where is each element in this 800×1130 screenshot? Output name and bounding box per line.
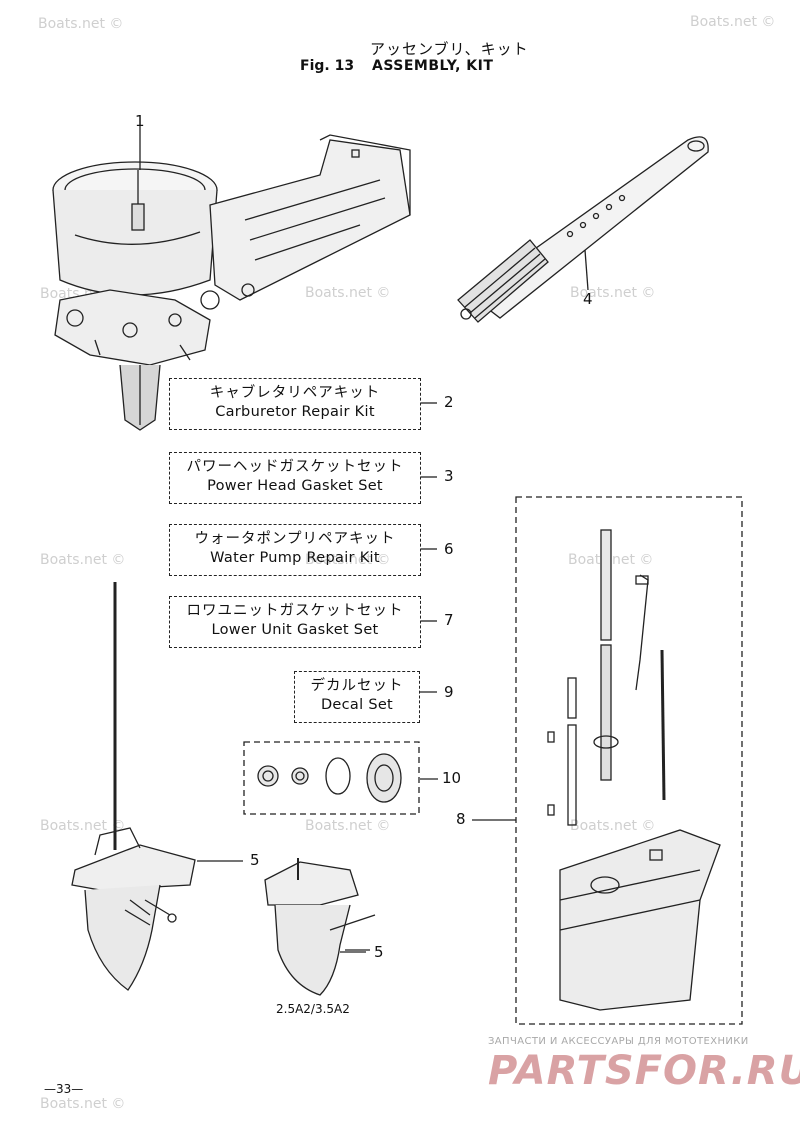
- watermark: Boats.net ©: [40, 552, 126, 568]
- kit-box-water-pump-repair[interactable]: ウォータポンプリペアキット Water Pump Repair Kit: [169, 524, 421, 576]
- kit-box-decal-set[interactable]: デカルセット Decal Set: [294, 671, 420, 723]
- callout-2: 2: [444, 393, 454, 411]
- kit-name: Lower Unit Gasket Set: [211, 622, 379, 638]
- callout-6: 6: [444, 540, 454, 558]
- power-head-assembly-icon[interactable]: [52, 125, 411, 431]
- lower-unit-assembly-icon[interactable]: [71, 582, 243, 991]
- callout-1: 1: [135, 112, 145, 130]
- brand-tagline: ЗАПЧАСТИ И АКСЕССУАРЫ ДЛЯ МОТОТЕХНИКИ: [488, 1036, 749, 1047]
- figure-number: Fig. 13: [300, 58, 355, 74]
- callout-5: 5: [250, 851, 260, 869]
- watermark: Boats.net ©: [690, 14, 776, 30]
- callout-3: 3: [444, 467, 454, 485]
- watermark: Boats.net ©: [38, 16, 124, 32]
- watermark: Boats.net ©: [305, 285, 391, 301]
- kit-name-japanese: ロワユニットガスケットセット: [186, 603, 404, 619]
- page-number: —33—: [44, 1082, 84, 1096]
- tiller-handle-icon[interactable]: [457, 136, 709, 323]
- kit-box-lower-unit-gasket[interactable]: ロワユニットガスケットセット Lower Unit Gasket Set: [169, 596, 421, 648]
- upper-casing-parts-icon[interactable]: [547, 529, 721, 1011]
- model-variant-label: 2.5A2/3.5A2: [276, 1002, 350, 1016]
- kit-name: Carburetor Repair Kit: [215, 404, 375, 420]
- figure-title: ASSEMBLY, KIT: [372, 58, 494, 74]
- kit-10-box: [243, 741, 420, 815]
- kit-name: Power Head Gasket Set: [207, 478, 383, 494]
- kit-box-power-head-gasket[interactable]: パワーヘッドガスケットセット Power Head Gasket Set: [169, 452, 421, 504]
- kit-name-japanese: ウォータポンプリペアキット: [194, 531, 396, 547]
- watermark: Boats.net ©: [570, 285, 656, 301]
- kit-name-japanese: パワーヘッドガスケットセット: [186, 459, 404, 475]
- figure-title-japanese: アッセンブリ、キット: [370, 40, 529, 58]
- kit-name-japanese: デカルセット: [310, 678, 404, 694]
- brand-logo: PARTSFOR.RU: [488, 1048, 800, 1094]
- kit-box-carburetor-repair[interactable]: キャブレタリペアキット Carburetor Repair Kit: [169, 378, 421, 430]
- kit-name-japanese: キャブレタリペアキット: [209, 385, 381, 401]
- callout-4: 4: [583, 290, 593, 308]
- kit-name: Decal Set: [320, 697, 394, 713]
- watermark: Boats.net ©: [305, 818, 391, 834]
- lower-unit-variant-icon[interactable]: [264, 858, 376, 996]
- seal-kit-icon[interactable]: [257, 753, 438, 803]
- callout-9: 9: [444, 683, 454, 701]
- watermark: Boats.net ©: [570, 818, 656, 834]
- callout-7: 7: [444, 611, 454, 629]
- part-group-box: [515, 496, 743, 1025]
- callout-5-variant: 5: [374, 943, 384, 961]
- watermark: Boats.net ©: [40, 1096, 126, 1112]
- kit-name: Water Pump Repair Kit: [210, 550, 380, 566]
- watermark: Boats.net ©: [40, 818, 126, 834]
- callout-8: 8: [456, 810, 466, 828]
- callout-10: 10: [442, 769, 462, 787]
- watermark: Boats.net ©: [305, 552, 391, 568]
